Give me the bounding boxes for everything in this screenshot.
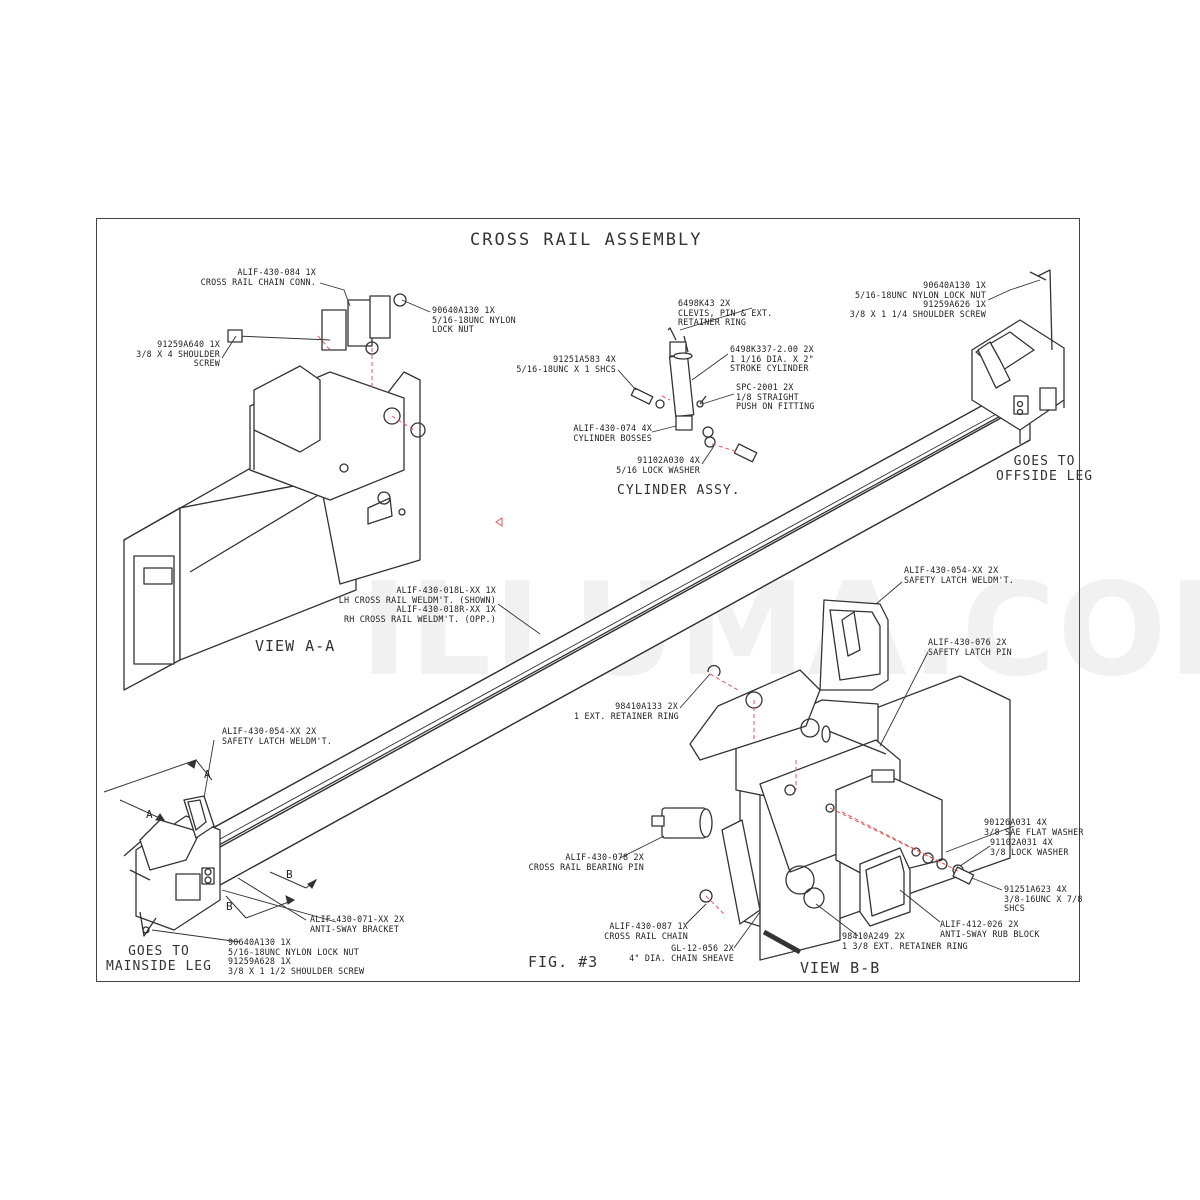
section-letter-a-top: A	[204, 768, 211, 781]
cross-rail-beam	[139, 375, 1051, 919]
cylinder-assy-label: CYLINDER ASSY.	[617, 483, 741, 498]
goes-to-offside: GOES TO OFFSIDE LEG	[996, 454, 1094, 484]
section-letter-b-bottom: B	[226, 900, 233, 913]
drawing-border	[96, 218, 1080, 982]
view-b-b-label: VIEW B-B	[800, 959, 881, 977]
goes-to-mainside: GOES TO MAINSIDE LEG	[106, 944, 212, 974]
cylinder-assy-drawing	[630, 327, 758, 463]
view-a-a-assembly	[123, 293, 426, 691]
view-a-a-label: VIEW A-A	[255, 637, 336, 655]
drawing-title: CROSS RAIL ASSEMBLY	[470, 230, 703, 250]
section-letter-b-top: B	[286, 868, 293, 881]
mainside-leg-end	[123, 795, 221, 937]
fig-number: FIG. #3	[528, 953, 599, 971]
offside-leg-end	[971, 269, 1065, 444]
view-b-b-assembly	[651, 599, 1011, 961]
section-letter-a-bottom: A	[146, 808, 153, 821]
